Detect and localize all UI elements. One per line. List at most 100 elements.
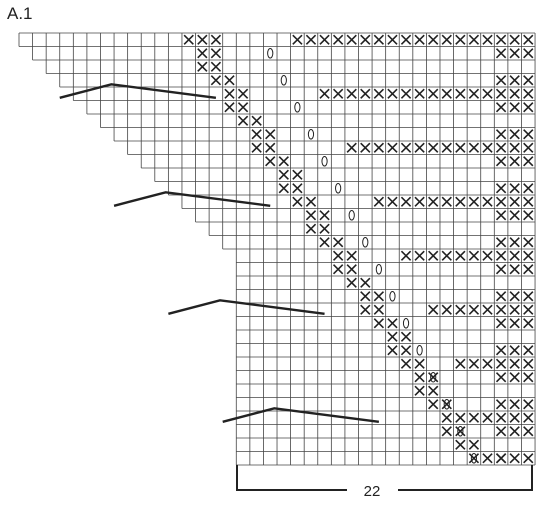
cross-stitch-symbol [414,88,425,99]
cross-stitch-symbol [400,250,412,261]
cross-stitch-symbol [509,304,520,315]
cross-stitch-symbol [265,142,276,153]
cross-stitch-symbol [360,304,371,315]
cross-stitch-symbol [210,61,222,72]
cross-stitch-symbol [482,88,493,99]
cross-stitch-symbol [428,88,439,99]
cross-stitch-symbol [509,102,520,113]
cross-stitch-symbol [278,169,289,180]
cross-stitch-symbol [482,412,493,423]
cross-stitch-symbol [346,142,357,153]
cross-stitch-symbol [495,399,507,410]
bind-off-line [59,83,217,99]
cross-stitch-symbol [495,142,507,153]
cross-stitch-symbol [495,196,507,207]
cross-stitch-symbol [455,439,466,450]
cross-stitch-symbol [387,142,398,153]
cross-stitch-symbol [292,196,303,207]
cross-stitch-symbol [523,358,534,369]
cross-stitch-symbol [360,34,371,45]
cross-stitch-symbol [428,142,439,153]
chart-grid [18,32,536,466]
cross-stitch-symbol [292,34,303,45]
cross-stitch-symbol [373,196,385,207]
cross-stitch-symbol [509,264,520,275]
yarn-over-oval-symbol [375,263,382,275]
cross-stitch-symbol [523,48,534,59]
cross-stitch-symbol [414,358,425,369]
cross-stitch-symbol [523,264,534,275]
cross-stitch-symbol [482,34,493,45]
cross-stitch-symbol [495,264,507,275]
cross-stitch-symbol [468,358,480,369]
cross-stitch-symbol [523,345,534,356]
cross-stitch-symbol [387,88,398,99]
cross-stitch-symbol [523,291,534,302]
yarn-over-oval-symbol [321,155,328,167]
cross-stitch-symbol [523,453,534,464]
cross-stitch-symbol [332,34,344,45]
cross-stitch-symbol [265,156,276,167]
cross-stitch-symbol [455,34,466,45]
cross-stitch-symbol [495,88,507,99]
cross-stitch-symbol [495,426,507,437]
cross-stitch-symbol [509,183,520,194]
cross-stitch-symbol [414,250,425,261]
cross-stitch-symbol [400,142,412,153]
cross-stitch-symbol [509,426,520,437]
cross-stitch-symbol [482,142,493,153]
cross-stitch-symbol [468,142,480,153]
cross-stitch-symbol [482,358,493,369]
cross-stitch-symbol [373,142,385,153]
yarn-over-oval-symbol [307,128,315,140]
cross-stitch-symbol [210,75,222,86]
cross-stitch-symbol [387,331,398,342]
cross-stitch-symbol [373,318,385,329]
cross-stitch-symbol [332,88,344,99]
cross-stitch-symbol [523,304,534,315]
cross-stitch-symbol [523,75,534,86]
cross-stitch-symbol [441,304,452,315]
cross-stitch-symbol [523,142,534,153]
cross-stitch-symbol [523,399,534,410]
cross-stitch-symbol [360,277,371,288]
cross-stitch-symbol [523,250,534,261]
cross-stitch-symbol [346,277,357,288]
cross-stitch-symbol [373,88,385,99]
chart-title: A.1 [7,4,33,23]
cross-stitch-symbol [197,34,208,45]
cross-stitch-symbol [495,304,507,315]
yarn-over-oval-symbol [267,47,274,59]
cross-stitch-symbol [305,223,317,234]
cross-stitch-symbol [360,88,371,99]
cross-stitch-symbol [523,196,534,207]
cross-stitch-symbol [360,142,371,153]
cross-stitch-symbol [455,196,466,207]
cross-stitch-symbol [441,399,452,410]
cross-stitch-symbol [400,196,412,207]
cross-stitch-symbol [495,291,507,302]
cross-stitch-symbol [509,237,520,248]
cross-stitch-symbol [495,318,507,329]
cross-stitch-symbol [468,412,480,423]
cross-stitch-symbol [346,34,357,45]
cross-stitch-symbol [523,426,534,437]
cross-stitch-symbol [468,34,480,45]
cross-stitch-symbol [509,196,520,207]
cross-stitch-symbol [495,250,507,261]
cross-stitch-symbol [468,250,480,261]
cross-stitch-symbol [441,34,452,45]
yarn-over-oval-symbol [280,74,287,86]
cross-stitch-symbol [387,318,398,329]
cross-stitch-symbol [523,88,534,99]
cross-stitch-symbol [523,412,534,423]
cross-stitch-symbol [509,345,520,356]
cross-stitch-symbol [455,358,466,369]
yarn-over-oval-symbol [457,425,464,437]
cross-stitch-symbol [373,304,385,315]
cross-stitch-symbol [237,102,249,113]
cross-stitch-symbol [482,453,493,464]
cross-stitch-symbol [523,102,534,113]
cross-stitch-symbol [387,345,398,356]
cross-stitch-symbol [428,385,439,396]
